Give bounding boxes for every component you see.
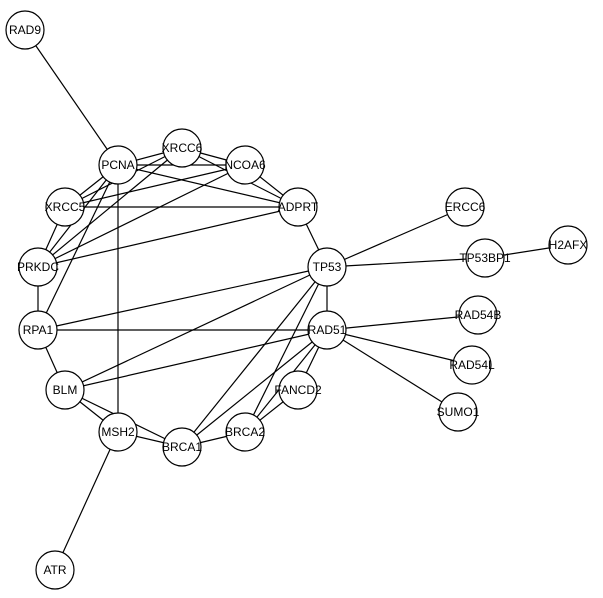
edge-TP53-TP53BP1 <box>326 257 486 268</box>
node-circle <box>35 550 75 590</box>
node-tp53[interactable]: TP53 <box>307 247 347 287</box>
node-brca2[interactable]: BRCA2 <box>225 412 265 452</box>
node-circle <box>5 10 45 50</box>
node-label: XRCC5 <box>45 200 86 214</box>
node-label: NCOA6 <box>224 158 266 172</box>
edge-NCOA6-PRKDC <box>37 164 246 268</box>
node-label: XRCC6 <box>162 141 203 155</box>
node-circle <box>278 370 318 410</box>
node-rad54l[interactable]: RAD54L <box>449 345 495 385</box>
node-label: BRCA2 <box>225 425 265 439</box>
node-prkdc[interactable]: PRKDC <box>17 247 59 287</box>
node-circle <box>98 412 138 452</box>
edge-TP53-BRCA2 <box>244 266 328 433</box>
edge-RAD51-RAD54B <box>326 314 479 331</box>
node-label: RAD9 <box>9 23 41 37</box>
node-label: RAD54B <box>455 308 502 322</box>
node-rpa1[interactable]: RPA1 <box>18 310 58 350</box>
node-circle <box>45 370 85 410</box>
node-circle <box>548 225 588 265</box>
node-ercc6[interactable]: ERCC6 <box>445 187 486 227</box>
node-rad54b[interactable]: RAD54B <box>455 295 502 335</box>
edge-TP53-BRCA1 <box>181 266 328 448</box>
edge-TP53-BLM <box>64 266 328 391</box>
node-ncoa6[interactable]: NCOA6 <box>224 145 266 185</box>
node-circle <box>307 310 347 350</box>
node-xrcc6[interactable]: XRCC6 <box>162 128 203 168</box>
node-pcna[interactable]: PCNA <box>98 145 138 185</box>
node-label: RPA1 <box>23 323 54 337</box>
node-circle <box>278 187 318 227</box>
edge-NCOA6-XRCC5 <box>64 164 246 208</box>
node-circle <box>452 345 492 385</box>
node-label: BRCA1 <box>162 440 202 454</box>
node-circle <box>18 310 58 350</box>
node-msh2[interactable]: MSH2 <box>98 412 138 452</box>
node-xrcc5[interactable]: XRCC5 <box>45 187 86 227</box>
node-circle <box>307 247 347 287</box>
edge-PCNA-ADPRT <box>117 164 299 208</box>
edge-RPA1-TP53 <box>37 266 328 331</box>
node-circle <box>98 145 138 185</box>
edge-RAD51-BRCA1 <box>181 329 328 448</box>
node-label: BLM <box>53 383 78 397</box>
node-circle <box>445 187 485 227</box>
node-h2afx[interactable]: H2AFX <box>548 225 588 265</box>
node-circle <box>225 412 265 452</box>
node-label: PCNA <box>101 158 134 172</box>
node-label: PRKDC <box>17 260 59 274</box>
node-label: RAD51 <box>308 323 347 337</box>
node-circle <box>465 238 505 278</box>
edge-TP53-ERCC6 <box>326 206 466 268</box>
node-label: MSH2 <box>101 425 135 439</box>
node-label: ERCC6 <box>445 200 486 214</box>
edge-RAD51-BLM <box>64 329 328 391</box>
edge-RAD51-SUMO1 <box>326 329 459 413</box>
node-sumo1[interactable]: SUMO1 <box>437 392 480 432</box>
node-circle <box>45 187 85 227</box>
node-circle <box>438 392 478 432</box>
node-label: RAD54L <box>449 358 495 372</box>
node-label: H2AFX <box>549 238 588 252</box>
node-circle <box>162 128 202 168</box>
edge-RAD51-RAD54L <box>326 329 473 366</box>
node-label: TP53BP1 <box>459 251 511 265</box>
node-label: ADPRT <box>278 200 319 214</box>
node-circle <box>162 427 202 467</box>
edge-PRKDC-ADPRT <box>37 206 299 268</box>
node-tp53bp1[interactable]: TP53BP1 <box>459 238 511 278</box>
node-label: FANCD2 <box>274 383 322 397</box>
edge-RAD9-PCNA <box>24 29 119 166</box>
node-atr[interactable]: ATR <box>35 550 75 590</box>
node-label: ATR <box>43 563 66 577</box>
node-fancd2[interactable]: FANCD2 <box>274 370 322 410</box>
node-label: TP53 <box>313 260 342 274</box>
edge-MSH2-ATR <box>54 431 119 571</box>
node-circle <box>225 145 265 185</box>
node-circle <box>458 295 498 335</box>
node-label: SUMO1 <box>437 405 480 419</box>
node-rad9[interactable]: RAD9 <box>5 10 45 50</box>
node-brca1[interactable]: BRCA1 <box>162 427 202 467</box>
node-adprt[interactable]: ADPRT <box>278 187 319 227</box>
node-circle <box>18 247 58 287</box>
node-blm[interactable]: BLM <box>45 370 85 410</box>
node-rad51[interactable]: RAD51 <box>307 310 347 350</box>
